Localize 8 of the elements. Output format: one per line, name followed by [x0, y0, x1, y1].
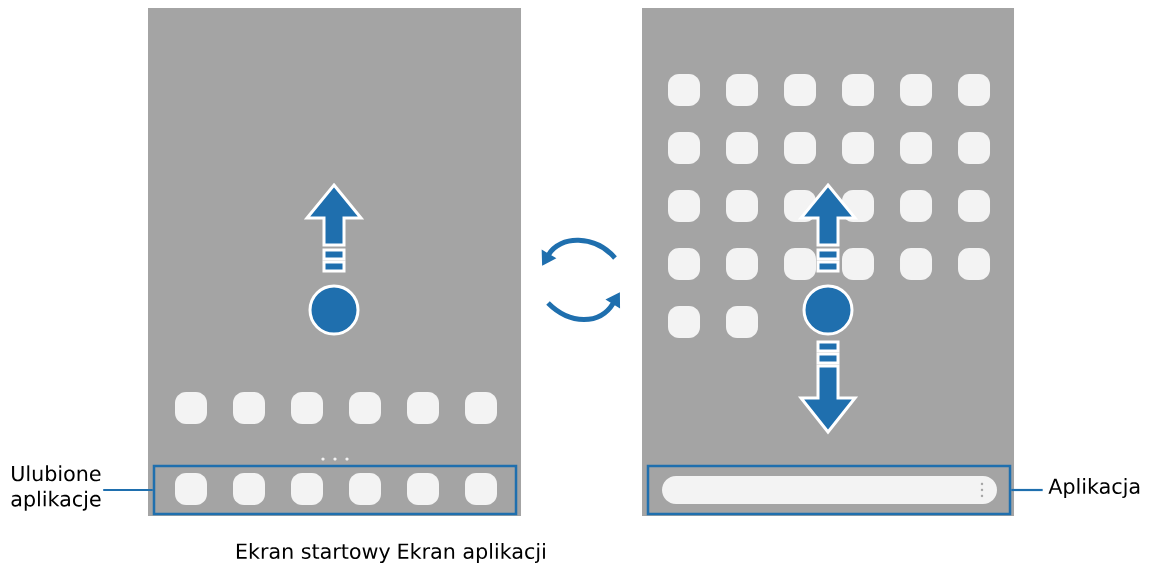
caption: Ekran startowy [236, 543, 391, 563]
callout-label: Ulubione aplikacje [11, 465, 101, 511]
callout-label: Aplikacja [1048, 478, 1140, 498]
leader-line [103, 488, 153, 492]
dock-outline [646, 464, 1012, 516]
caption: Ekran aplikacji [398, 543, 545, 563]
leader-line [1011, 488, 1043, 492]
dock-outline [152, 464, 518, 516]
